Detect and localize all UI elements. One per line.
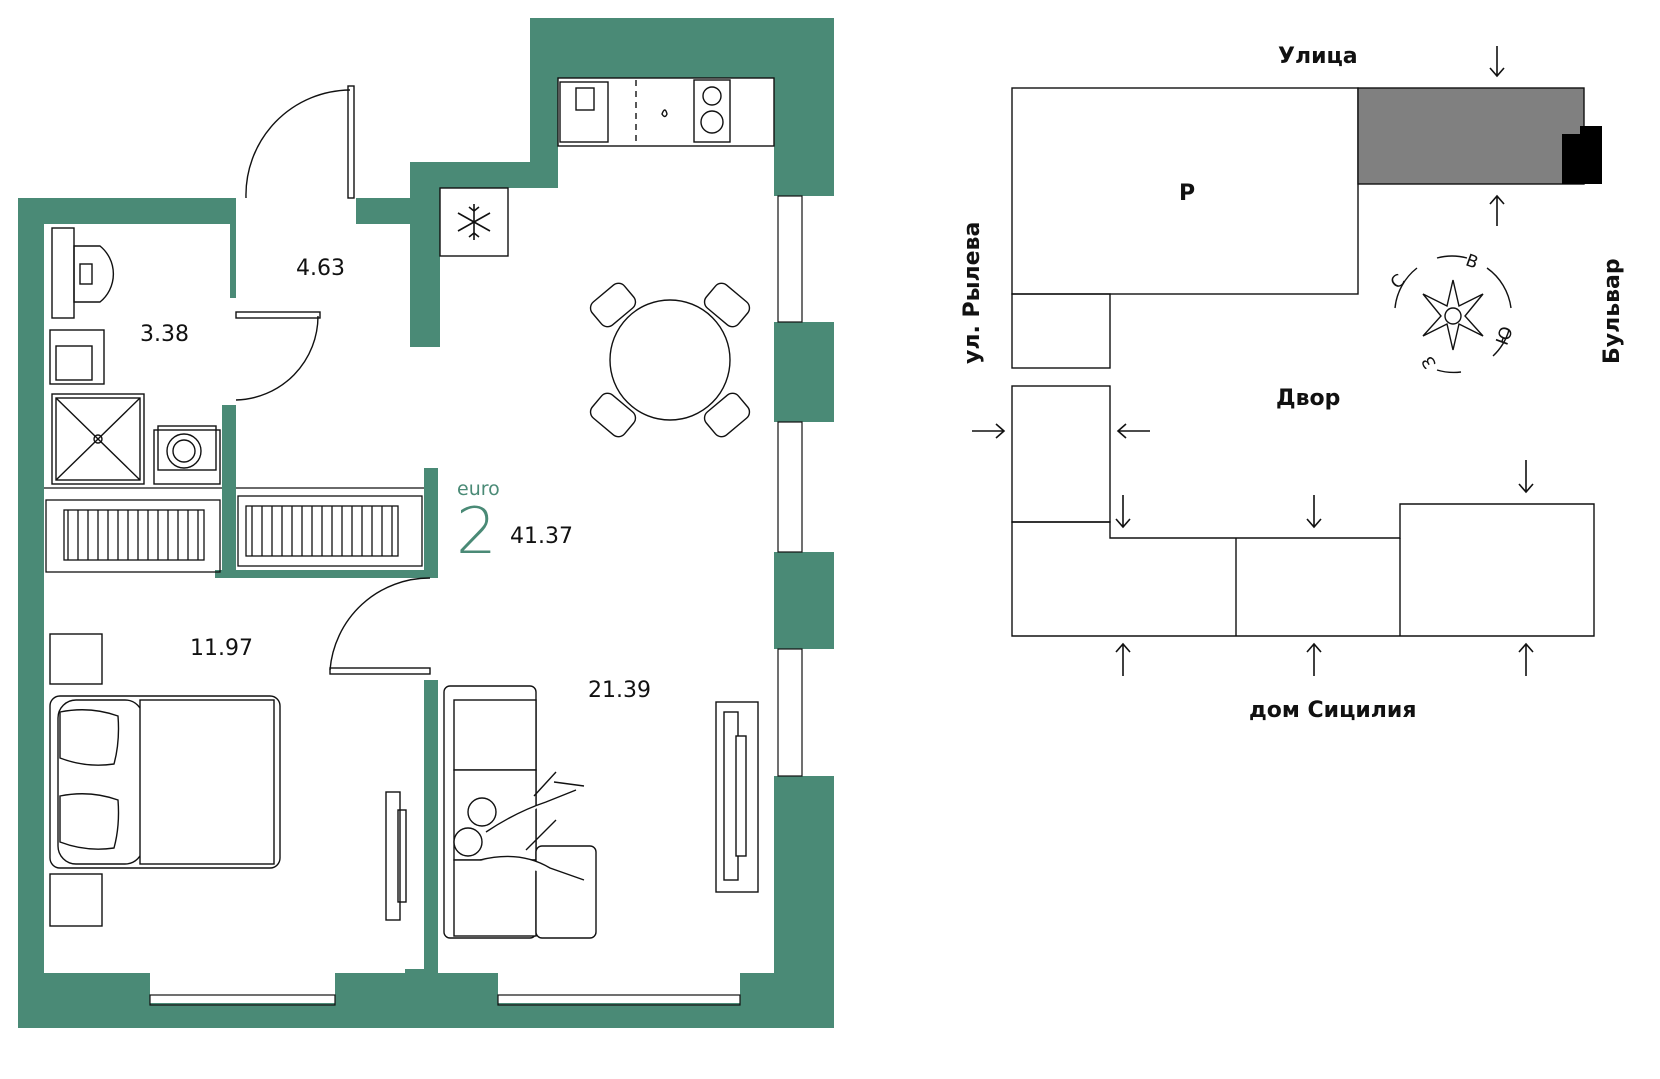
street-label-right: Бульвар (1600, 258, 1625, 364)
building-r (1011, 87, 1359, 295)
washing-machine-icon (153, 425, 221, 485)
nightstand (49, 873, 103, 927)
doors (235, 85, 431, 675)
street-label-top: Улица (1278, 44, 1358, 69)
faucet-icon (661, 109, 668, 118)
room-area-kitchen-living: 21.39 (588, 678, 651, 703)
room-area-hallway: 4.63 (296, 256, 345, 281)
total-area: 41.37 (510, 524, 573, 549)
neighbor-label: дом Сицилия (1249, 698, 1417, 723)
room-count: 2 (456, 495, 497, 569)
site-plan (972, 46, 1602, 676)
apartment-type-label: euro (457, 478, 500, 500)
shower-icon (51, 393, 145, 485)
sink-icon (559, 81, 609, 143)
street-label-left: ул. Рылева (960, 221, 985, 364)
bathroom-fixtures (49, 227, 221, 485)
windows (149, 195, 803, 1006)
bed-icon (49, 633, 281, 927)
stove-icon (693, 79, 731, 143)
table-icon (589, 282, 751, 438)
kitchen-counter (557, 77, 775, 147)
snowflake-icon (457, 204, 491, 240)
room-area-bedroom: 11.97 (190, 636, 253, 661)
fridge (439, 187, 509, 257)
courtyard-label: Двор (1276, 386, 1341, 411)
building-label: Р (1179, 181, 1196, 206)
selected-building (1357, 87, 1585, 185)
compass-icon (1394, 255, 1512, 374)
radiator-icon (45, 495, 423, 573)
toilet-icon (51, 227, 114, 319)
person-icon (453, 771, 585, 881)
nightstand (49, 633, 103, 685)
entry-arrows (972, 46, 1534, 676)
floor-plan (18, 18, 834, 1028)
dresser (385, 791, 407, 921)
washbasin-icon (49, 329, 105, 385)
walls (18, 18, 834, 1028)
room-area-bathroom: 3.38 (140, 322, 189, 347)
tv-icon (715, 701, 759, 893)
sofa-icon (443, 685, 597, 939)
